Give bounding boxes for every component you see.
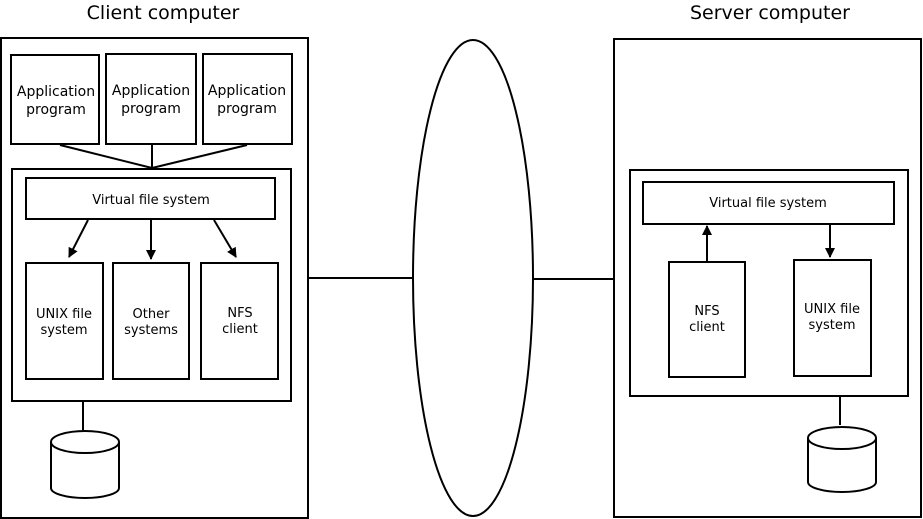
- module-box: [25, 262, 104, 380]
- module-label-line2: client: [222, 322, 258, 337]
- module-label-line2: systems: [124, 323, 178, 338]
- client-title: Client computer: [87, 2, 240, 24]
- server-unix-fs: UNIX file system: [793, 259, 872, 377]
- app-label-line1: Application: [112, 83, 190, 99]
- app-label-line2: program: [26, 102, 86, 118]
- server-title: Server computer: [690, 2, 850, 24]
- client-disk-icon: [50, 430, 120, 499]
- server-vfs-arrows: [702, 225, 835, 261]
- module-label-line1: Other: [133, 307, 171, 322]
- module-label-line1: UNIX file: [36, 307, 92, 322]
- client-app-1: Application program: [10, 54, 100, 145]
- server-vfs-label: Virtual file system: [709, 196, 827, 211]
- client-other-systems: Other systems: [112, 262, 190, 380]
- application-box: [202, 53, 293, 145]
- app-connectors: [59, 144, 248, 169]
- module-label-line2: system: [41, 323, 88, 338]
- server-disk-icon: [807, 426, 877, 493]
- app-label-line2: program: [121, 101, 181, 117]
- module-box: [112, 262, 190, 380]
- app-label-line1: Application: [208, 83, 286, 99]
- client-app-3: Application program: [202, 53, 293, 145]
- network-ellipse: [412, 39, 534, 517]
- module-label-line2: client: [689, 320, 725, 335]
- client-app-2: Application program: [105, 53, 197, 145]
- app-label-line1: Application: [17, 84, 95, 100]
- module-label-line1: UNIX file: [804, 302, 860, 317]
- app-label-line2: program: [217, 101, 277, 117]
- module-box: [668, 261, 746, 378]
- server-nfs-client: NFS client: [668, 261, 746, 378]
- module-label-line2: system: [809, 318, 856, 333]
- module-box: [793, 259, 872, 377]
- client-unix-fs: UNIX file system: [25, 262, 104, 380]
- client-vfs-label: Virtual file system: [92, 193, 210, 208]
- client-vfs-box: [25, 177, 276, 220]
- module-box: [200, 262, 279, 380]
- module-label-line1: NFS: [694, 304, 719, 319]
- application-box: [10, 54, 100, 145]
- client-nfs-client: NFS client: [200, 262, 279, 380]
- application-box: [105, 53, 197, 145]
- module-label-line1: NFS: [227, 306, 252, 321]
- server-vfs-box: [642, 181, 895, 225]
- client-vfs-arrows: [68, 219, 237, 260]
